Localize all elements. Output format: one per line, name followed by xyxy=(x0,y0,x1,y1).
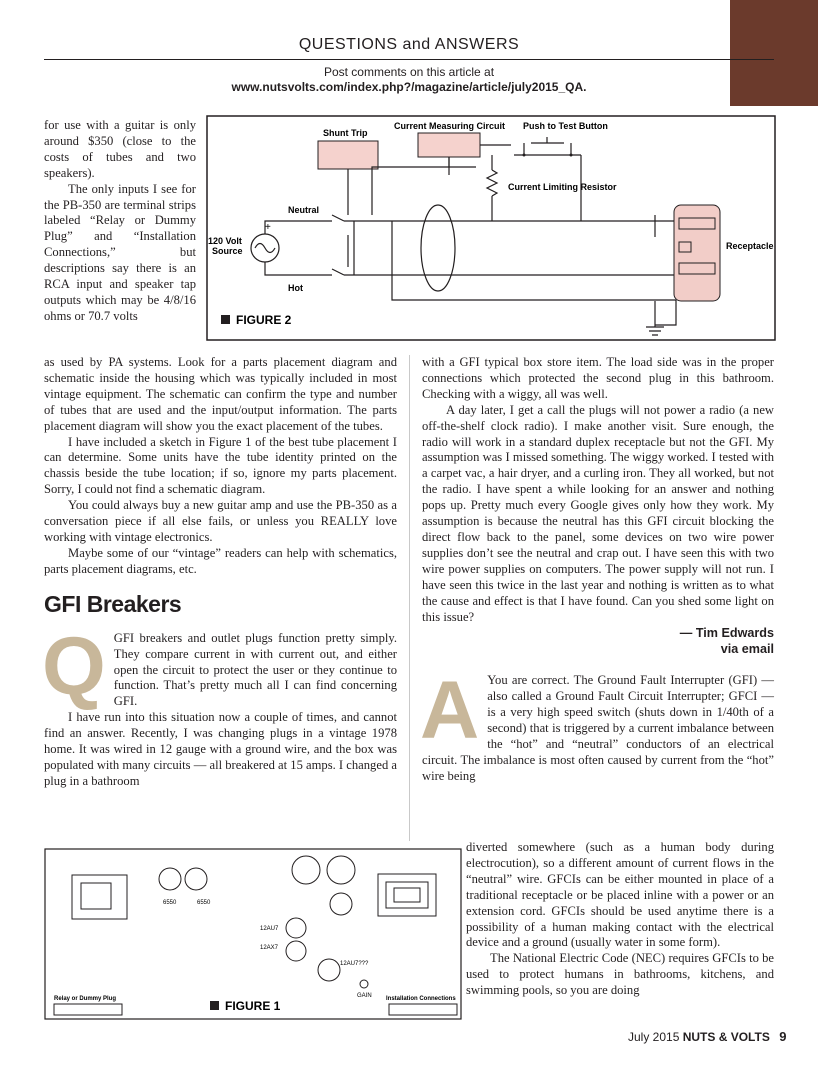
filter-cap-2 xyxy=(326,855,356,885)
article-left-column: as used by PA systems. Look for a parts … xyxy=(42,355,397,790)
paragraph: You are correct. The Ground Fault Interr… xyxy=(422,673,774,783)
figure-1-frame xyxy=(44,848,462,1020)
page-number: 9 xyxy=(779,1029,787,1044)
figure-2-caption: FIGURE 2 xyxy=(236,313,292,327)
tube-6550-b xyxy=(184,867,208,891)
paragraph: You could always buy a new guitar amp an… xyxy=(44,498,397,544)
author-name: — Tim Edwards xyxy=(679,626,774,641)
figure-1-caption: FIGURE 1 xyxy=(225,999,281,1013)
header-rule xyxy=(44,59,774,60)
label-6550-a: 6550 xyxy=(163,900,177,906)
current-transformer-icon xyxy=(420,204,456,292)
section-title: GFI Breakers xyxy=(44,590,182,617)
transformer-box xyxy=(71,874,128,920)
label-12au7-unknown: 12AU7??? xyxy=(340,961,369,967)
tube-6550-a xyxy=(158,867,182,891)
paragraph: Maybe some of our “vintage” readers can … xyxy=(44,545,397,576)
current-measuring-label: Current Measuring Circuit xyxy=(394,121,505,131)
sine-wave-icon xyxy=(254,242,276,254)
label-12ax7: 12AX7 xyxy=(260,945,279,951)
paragraph: with a GFI typical box store item. The l… xyxy=(422,355,774,401)
paragraph: as used by PA systems. Look for a parts … xyxy=(44,355,397,433)
label-relay: Relay or Dummy Plug xyxy=(54,996,116,1002)
gain-knob-icon xyxy=(359,979,369,989)
figure-2-schematic: Shunt Trip Current Measuring Circuit Pus… xyxy=(206,115,776,341)
paragraph: The National Electric Code (NEC) require… xyxy=(466,951,774,998)
push-to-test-label: Push to Test Button xyxy=(523,121,608,131)
figure-1-marker xyxy=(210,1001,219,1010)
paragraph: GFI breakers and outlet plugs function p… xyxy=(113,630,397,709)
comment-prompt: Post comments on this article at xyxy=(323,65,495,79)
footer-publication: NUTS & VOLTS xyxy=(682,1030,770,1044)
shunt-trip-box xyxy=(317,140,379,170)
tube-12ax7 xyxy=(285,940,307,962)
section-header: QUESTIONS and ANSWERS xyxy=(298,36,520,53)
question-dropcap: Q xyxy=(42,620,106,712)
source-label-2: Source xyxy=(212,246,243,256)
paragraph: I have run into this situation now a cou… xyxy=(44,710,397,788)
receptacle-label: Receptacle xyxy=(726,241,774,251)
column-divider xyxy=(409,355,410,841)
filter-cap-3 xyxy=(329,892,353,916)
filter-cap-1 xyxy=(291,855,321,885)
page-footer: July 2015 NUTS & VOLTS 9 xyxy=(628,1029,786,1044)
paragraph: for use with a guitar is only around $35… xyxy=(44,118,196,180)
label-gain: GAIN xyxy=(357,993,372,999)
paragraph: diverted somewhere (such as a human body… xyxy=(466,840,774,950)
installation-strip xyxy=(388,1003,458,1016)
figure-1-layout: 6550 6550 12AU7 12AX7 12AU7??? GAIN Rela… xyxy=(44,848,462,1020)
source-label-1: 120 Volt xyxy=(208,236,242,246)
plus-sign: + xyxy=(265,222,271,233)
output-transformer-box xyxy=(377,873,437,917)
label-6550-b: 6550 xyxy=(197,900,211,906)
hot-label: Hot xyxy=(288,283,303,293)
paragraph: A day later, I get a call the plugs will… xyxy=(422,402,774,624)
figure-2-marker xyxy=(221,315,230,324)
label-installation: Installation Connections xyxy=(386,996,456,1002)
article-narrow-column: for use with a guitar is only around $35… xyxy=(44,118,196,325)
article-url[interactable]: www.nutsvolts.com/index.php?/magazine/ar… xyxy=(231,80,587,94)
ground-icon xyxy=(646,301,664,336)
footer-date: July 2015 xyxy=(628,1030,680,1044)
relay-strip xyxy=(53,1003,123,1016)
current-limiting-label: Current Limiting Resistor xyxy=(508,182,617,192)
article-right-lower-column: diverted somewhere (such as a human body… xyxy=(466,840,774,999)
current-measuring-box xyxy=(417,132,481,158)
paragraph: The only inputs I see for the PB-350 are… xyxy=(44,181,196,323)
paragraph: I have included a sketch in Figure 1 of … xyxy=(44,434,397,497)
label-12au7: 12AU7 xyxy=(260,926,279,932)
tube-12au7-unknown xyxy=(317,958,341,982)
article-right-column: with a GFI typical box store item. The l… xyxy=(420,355,774,785)
author-via: via email xyxy=(720,642,774,657)
neutral-label: Neutral xyxy=(288,205,319,215)
wiring xyxy=(264,137,677,326)
tube-12au7 xyxy=(285,917,307,939)
receptacle-icon xyxy=(673,204,721,302)
shunt-trip-label: Shunt Trip xyxy=(323,128,368,138)
section-color-tab xyxy=(730,0,818,106)
answer-dropcap: A xyxy=(420,665,480,757)
figure-2-frame xyxy=(206,115,776,341)
